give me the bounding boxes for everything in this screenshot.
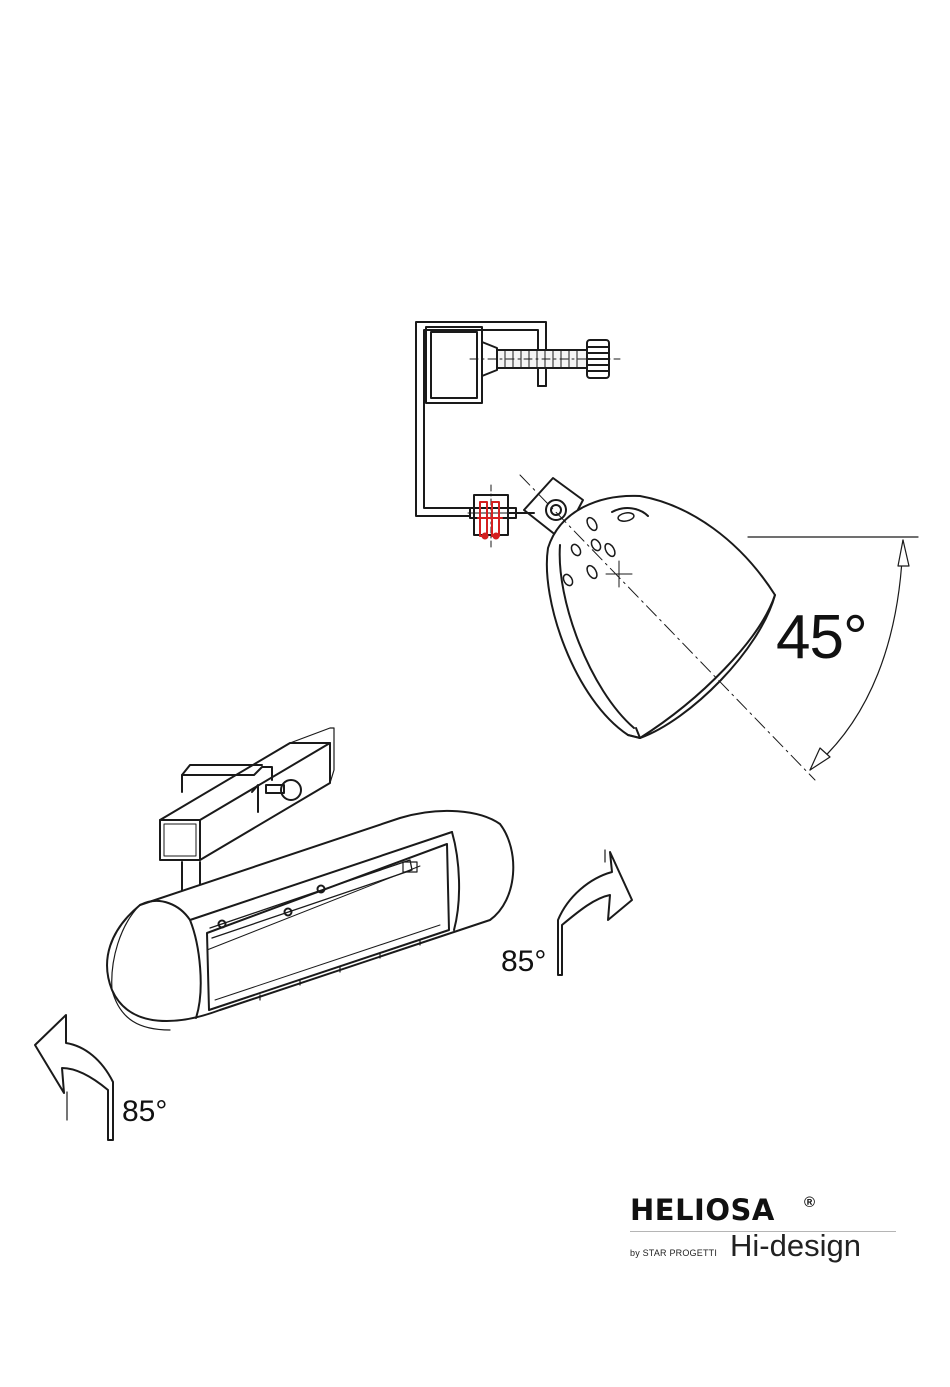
heater-body-front [107, 811, 513, 1030]
rotate-right-angle-label: 85° [501, 945, 546, 979]
rotate-left-angle-label: 85° [122, 1095, 167, 1129]
rotate-right-arrow [558, 850, 632, 975]
brand-name: HELIOSA [630, 1196, 775, 1225]
tilt-angle-label: 45° [776, 602, 867, 673]
brand-logo: HELIOSA ® by STAR PROGETTI Hi-design [630, 1196, 896, 1266]
registered-mark: ® [804, 1194, 815, 1211]
product-line-name: Hi-design [730, 1230, 861, 1261]
brand-byline: by STAR PROGETTI [630, 1248, 717, 1258]
heater-lamp-tilted [508, 475, 815, 780]
rotate-left-arrow [35, 1015, 113, 1140]
